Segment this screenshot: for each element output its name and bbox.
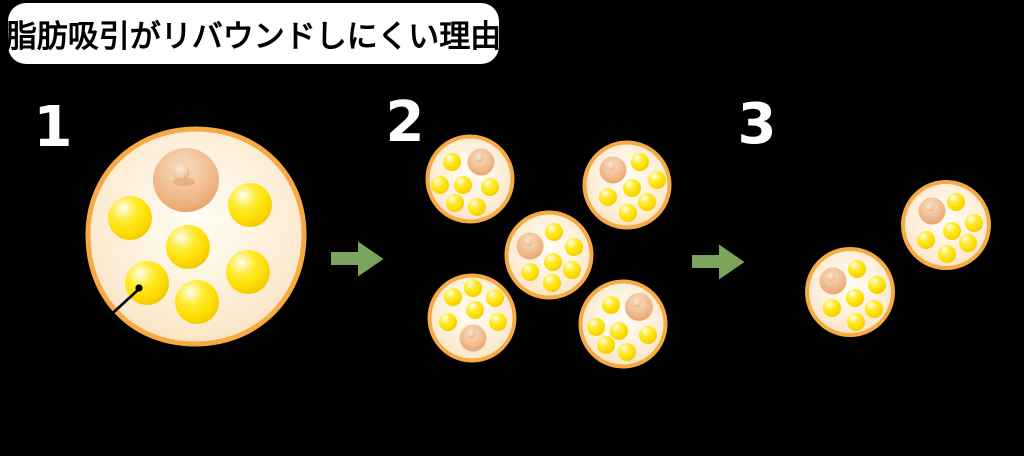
fat-droplet [947,193,965,211]
fat-droplet [648,171,666,189]
fat-droplet [545,223,563,241]
stage-1-number: 1 [34,95,73,160]
pointer-dot [135,284,143,292]
fat-droplet [468,198,486,216]
stage-3-fat-cells [805,180,991,337]
diagram-title: 脂肪吸引がリバウンドしにくい理由 [5,3,502,64]
arrow-right-icon [692,244,745,280]
fat-droplet [602,296,620,314]
fat-cell [582,140,672,230]
fat-droplet [481,178,499,196]
arrow-right-icon [331,241,384,277]
fat-droplet [943,222,961,240]
fat-droplet [166,225,210,269]
fat-droplet [565,238,583,256]
fat-cell [805,247,895,337]
nucleolus [632,298,642,308]
cell-nucleus [625,293,653,321]
stage-2-fat-cells [425,134,672,369]
fat-droplet [846,289,864,307]
cell-nucleus [459,324,487,352]
fat-droplet [486,289,504,307]
nucleolus [606,161,616,171]
cell-nucleus [599,156,627,184]
pointer-line [102,287,141,323]
fat-droplet [454,176,472,194]
fat-droplet [597,336,615,354]
cell-nucleus [819,267,847,295]
fat-droplet [965,214,983,232]
fat-droplet [446,194,464,212]
fat-droplet [610,322,628,340]
fat-droplet [175,280,219,324]
fat-droplet [938,245,956,263]
fat-droplet [125,261,169,305]
nucleolus [826,272,836,282]
fat-droplet [108,196,152,240]
fat-droplet [443,153,461,171]
fat-droplet [444,288,462,306]
fat-droplet [599,188,617,206]
fat-droplet [848,260,866,278]
fat-droplet [868,276,886,294]
fat-droplet [431,176,449,194]
cell-nucleus [918,197,946,225]
fat-cell [901,180,991,270]
cell-nucleus [516,232,544,260]
fat-cell [425,134,515,224]
fat-droplet [543,274,561,292]
stage-1-large-fat-cell [85,126,307,347]
nucleolus [172,163,190,181]
fat-droplet [638,193,656,211]
fat-droplet [917,231,935,249]
fat-droplet [623,179,641,197]
fat-droplet [489,313,507,331]
stage-2-number: 2 [386,90,425,155]
cell-nucleus [467,148,495,176]
fat-droplet [563,261,581,279]
fat-droplet [631,153,649,171]
fat-droplet [544,253,562,271]
fat-droplet [587,318,605,336]
fat-droplet [521,263,539,281]
fat-droplet [823,299,841,317]
nucleolus [925,202,935,212]
fat-droplet [618,343,636,361]
fat-droplet [959,234,977,252]
fat-cell [427,273,517,363]
nucleolus [523,237,533,247]
fat-droplet [439,313,457,331]
nucleolus [474,153,484,163]
fat-droplet [619,204,637,222]
fat-droplet [464,279,482,297]
fat-droplet [228,183,272,227]
stage-3-number: 3 [738,92,777,157]
fat-cell [504,210,594,300]
fat-droplet [466,301,484,319]
fat-cell [578,279,668,369]
fat-droplet [865,300,883,318]
diagram-title-text: 脂肪吸引がリバウンドしにくい理由 [5,19,502,55]
fat-droplet [639,326,657,344]
nucleolus [466,329,476,339]
fat-droplet [847,313,865,331]
fat-droplet [226,250,270,294]
